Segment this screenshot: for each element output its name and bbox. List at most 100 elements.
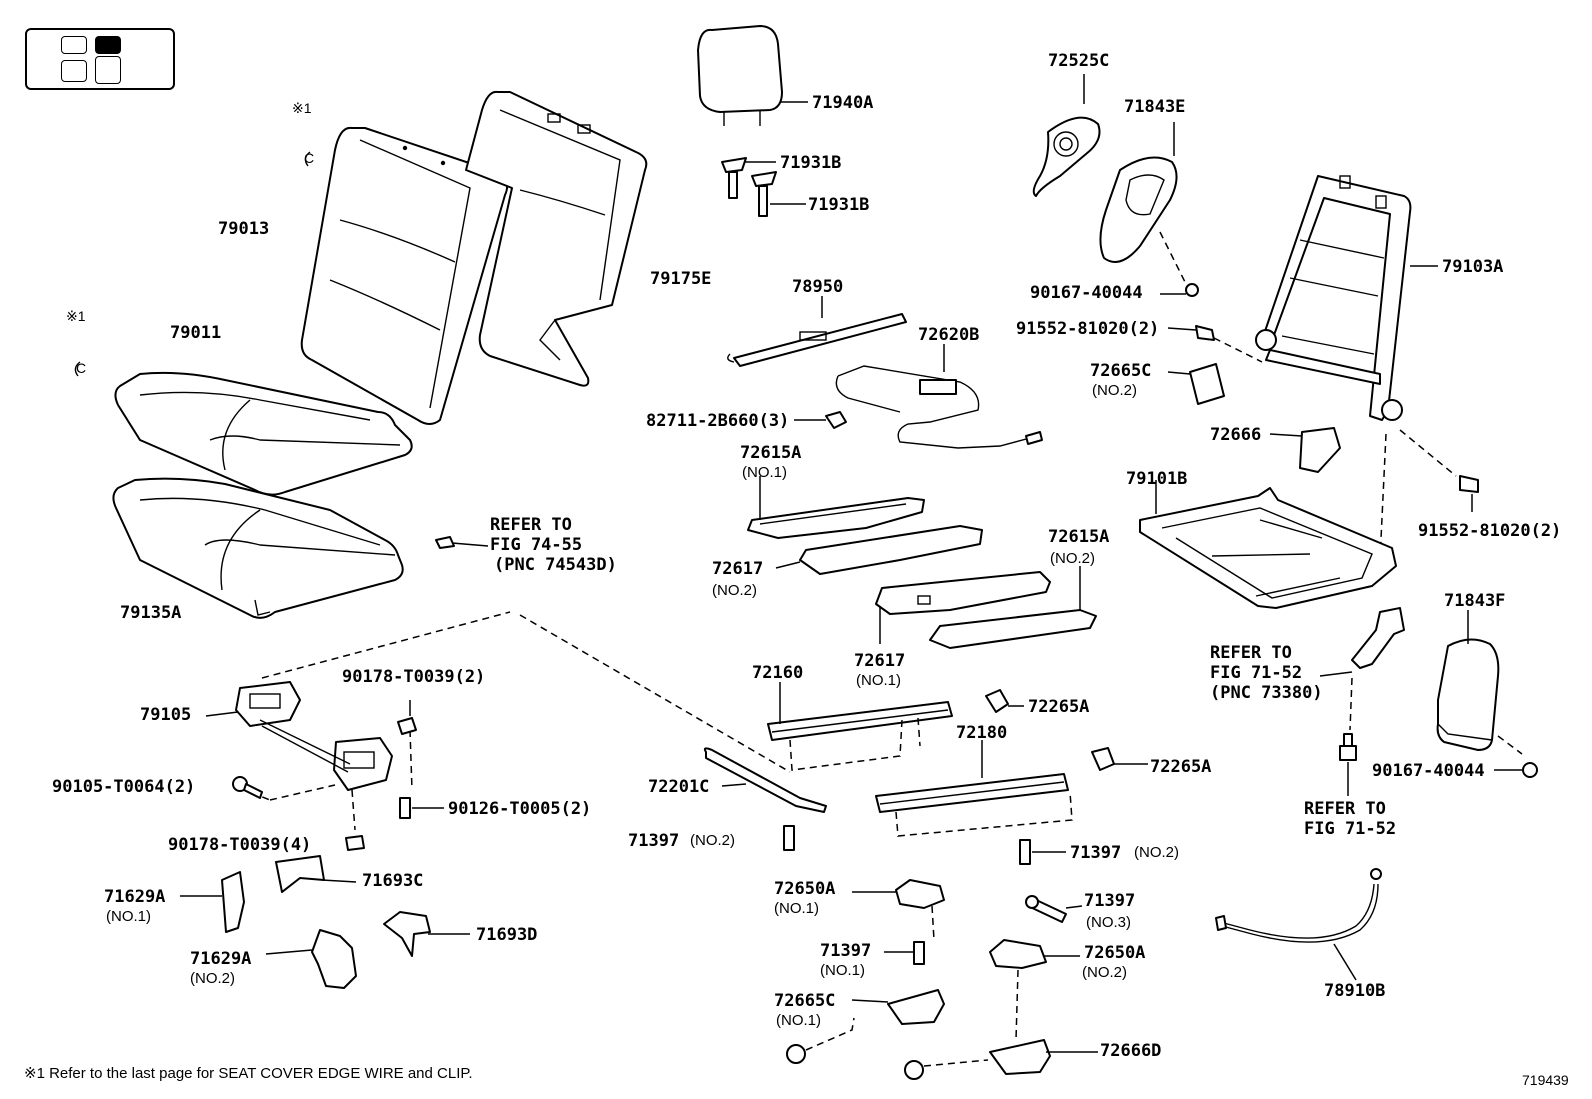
label-71397-no3: 71397 [1084, 891, 1136, 911]
label-72615A-no1: 72615A [740, 443, 802, 463]
label-72620B: 72620B [918, 325, 980, 345]
label-79011: 79011 [170, 323, 222, 343]
ref-mark-lower: ※1 [66, 308, 86, 324]
label-72650A-no1: 72650A [774, 879, 836, 899]
label-82711: 82711-2B660(3) [646, 411, 790, 431]
label-72665C-no2-qualifier: (NO.2) [1092, 382, 1137, 399]
bracket-72666 [1269, 427, 1341, 473]
label-91552-a: 91552-81020(2) [1016, 319, 1160, 339]
rod-72201C [703, 747, 827, 813]
headrest-support-71931B-lower [751, 171, 806, 217]
label-72650A-no2-qualifier: (NO.2) [1082, 964, 1127, 981]
clip-82711 [794, 411, 847, 429]
seat-track-72180 [875, 740, 1073, 837]
label-72666: 72666 [1210, 425, 1262, 445]
label-71629A-no1: 71629A [104, 887, 166, 907]
nut-90178-a [397, 700, 417, 735]
label-72617-no2: 72617 [712, 559, 764, 579]
label-79013: 79013 [218, 219, 270, 239]
bolt-91552-b [1459, 475, 1479, 512]
label-71397-no2-right-qualifier: (NO.2) [1134, 844, 1179, 861]
clip-ref-74-55 [435, 536, 455, 549]
label-71940A: 71940A [812, 93, 874, 113]
clip-mark-upper [304, 151, 311, 167]
locator-cell-rear-right [95, 56, 121, 84]
cover-72615A-no2 [929, 609, 1097, 649]
cover-72665C-no1 [786, 989, 945, 1064]
bracket-72265A-lower [1091, 747, 1148, 771]
clip-mark-lower [74, 361, 81, 377]
label-71931B-upper: 71931B [780, 153, 842, 173]
recliner-cover-72525C [1032, 74, 1101, 197]
label-90126: 90126-T0005(2) [448, 799, 592, 819]
label-71397-no2-left-qualifier: (NO.2) [690, 832, 735, 849]
cover-72617-no2 [799, 525, 983, 575]
cover-72617-no1 [875, 571, 1051, 615]
belt-buckle-ref [1319, 607, 1405, 731]
bolt-71397-no1 [884, 941, 925, 965]
label-72525C: 72525C [1048, 51, 1110, 71]
seat-back-pad-79175E [465, 90, 648, 387]
refer-7152-upper-line2: FIG 71-52 [1210, 663, 1303, 683]
label-72617-no1-qualifier: (NO.1) [856, 672, 901, 689]
label-72265A-lower: 72265A [1150, 757, 1212, 777]
screw-90167-a [1160, 283, 1199, 297]
refer-7455-line2: FIG 74-55 [490, 535, 583, 555]
seat-cushion-frame-79101B [1139, 480, 1397, 609]
label-90167-a: 90167-40044 [1030, 283, 1143, 303]
label-72265A-upper: 72265A [1028, 697, 1090, 717]
nut-90178-b [345, 835, 365, 851]
footnote: ※1 Refer to the last page for SEAT COVER… [24, 1065, 473, 1082]
label-72615A-no2: 72615A [1048, 527, 1110, 547]
label-72650A-no1-qualifier: (NO.1) [774, 900, 819, 917]
bolt-71397-no2-right [1019, 839, 1031, 865]
label-72201C: 72201C [648, 777, 710, 797]
label-71843E: 71843E [1124, 97, 1186, 117]
locator-cell-front-left [61, 36, 87, 54]
bracket-72665C-no2 [1167, 363, 1225, 405]
label-78950: 78950 [792, 277, 844, 297]
label-79103A: 79103A [1442, 257, 1504, 277]
ref-mark-upper: ※1 [292, 100, 312, 116]
refer-7152-lower-line2: FIG 71-52 [1304, 819, 1397, 839]
label-78910B: 78910B [1324, 981, 1386, 1001]
cable-78910B [1215, 868, 1382, 981]
label-79105: 79105 [140, 705, 192, 725]
leader-79105 [205, 711, 239, 717]
label-71397-no2-left: 71397 [628, 831, 680, 851]
bracket-72650A-no2 [989, 939, 1080, 1041]
label-71629A-no2-qualifier: (NO.2) [190, 970, 235, 987]
label-71629A-no1-qualifier: (NO.1) [106, 908, 151, 925]
locator-cell-rear-left [61, 60, 87, 82]
label-71931B-lower: 71931B [808, 195, 870, 215]
label-72617-no1: 72617 [854, 651, 906, 671]
leader-refer-7455 [451, 542, 489, 547]
seat-back-frame-79103A [1255, 175, 1457, 561]
label-71693D: 71693D [476, 925, 538, 945]
refer-7152-upper-line1: REFER TO [1210, 643, 1292, 663]
refer-7152-lower-line1: REFER TO [1304, 799, 1386, 819]
seat-cushion-cover-79011 [114, 371, 413, 496]
label-72615A-no2-qualifier: (NO.2) [1050, 550, 1095, 567]
label-72665C-no1: 72665C [774, 991, 836, 1011]
label-72180: 72180 [956, 723, 1008, 743]
bolt-90105 [232, 776, 263, 799]
label-72617-no2-qualifier: (NO.2) [712, 582, 757, 599]
headrest-support-71931B-upper [721, 157, 776, 199]
recliner-cover-71843E [1099, 122, 1187, 285]
label-90105: 90105-T0064(2) [52, 777, 196, 797]
figure-id: 719439 [1522, 1072, 1569, 1088]
label-90178-b: 90178-T0039(4) [168, 835, 312, 855]
bolt-71397-no3 [1025, 895, 1083, 923]
label-72160: 72160 [752, 663, 804, 683]
screw-90167-b [1494, 762, 1538, 778]
bolt-90126 [399, 797, 444, 819]
strap-78950 [727, 296, 907, 367]
label-71629A-no2: 71629A [190, 949, 252, 969]
label-72666D: 72666D [1100, 1041, 1162, 1061]
bolt-91552-a [1167, 325, 1263, 363]
cover-71693C [275, 855, 325, 893]
clip-mark-label-lower: C [76, 360, 87, 376]
